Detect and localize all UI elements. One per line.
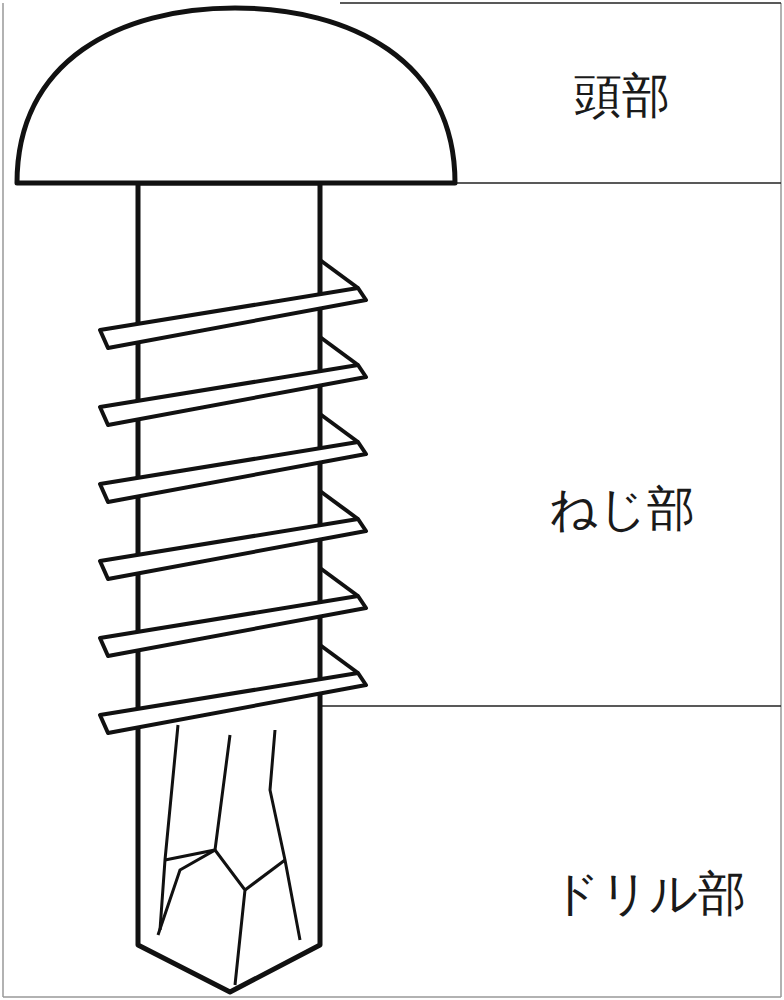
frame-lines — [3, 3, 781, 997]
thread-back — [320, 491, 358, 519]
thread-crest — [100, 673, 366, 733]
thread-crest — [100, 519, 366, 579]
thread-back — [320, 414, 358, 442]
screw-body — [17, 8, 455, 992]
thread-crest — [100, 596, 366, 656]
drill-flutes — [158, 725, 300, 985]
thread-back — [320, 645, 358, 673]
thread-crest — [100, 365, 366, 425]
part-label: ドリル部 — [551, 867, 746, 920]
thread-crest — [100, 442, 366, 502]
thread-back — [320, 337, 358, 365]
part-label: ねじ部 — [549, 482, 695, 535]
screw-head — [17, 8, 455, 183]
thread-crest — [100, 288, 366, 348]
thread-back — [320, 260, 358, 288]
thread-back — [320, 568, 358, 596]
part-label: 頭部 — [574, 69, 670, 122]
screw-threads — [100, 260, 366, 733]
